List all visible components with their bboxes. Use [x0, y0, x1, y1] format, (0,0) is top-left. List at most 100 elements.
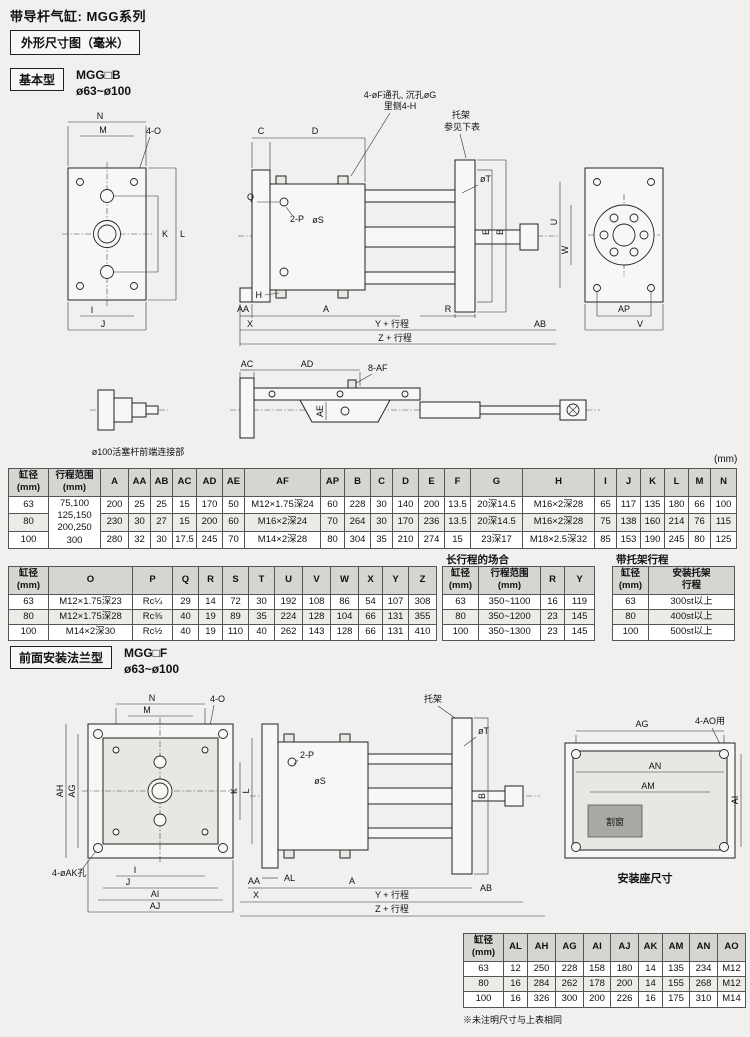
- cell: 153: [616, 530, 641, 550]
- cell: 20深14.5: [470, 513, 523, 532]
- cell: 13.5: [444, 513, 471, 532]
- column-header: V: [302, 566, 331, 595]
- dim-label-i: I: [134, 865, 137, 875]
- column-header: 行程范围(mm): [48, 468, 101, 497]
- dim-label-al: AL: [284, 873, 295, 883]
- cell: 80: [8, 609, 49, 626]
- model-code: MGG□F: [124, 646, 168, 660]
- dim-label-aa: AA: [248, 876, 260, 886]
- cell: M14: [717, 991, 746, 1008]
- dim-label-n: N: [149, 693, 156, 703]
- column-header: Y: [564, 566, 595, 595]
- cell: 234: [689, 960, 718, 978]
- cell: 268: [689, 976, 718, 993]
- cell: 107: [382, 593, 409, 611]
- rear-view: U W AP V: [549, 167, 664, 331]
- dim-label-b: B: [477, 793, 487, 799]
- column-header: Y: [382, 566, 409, 595]
- dim-label-ab: AB: [534, 319, 546, 329]
- cell: 119: [564, 593, 595, 611]
- cell: 410: [408, 624, 437, 641]
- column-header: C: [370, 468, 393, 497]
- cell: 30: [128, 513, 151, 532]
- cell: 63: [612, 593, 649, 611]
- cell: 200: [583, 991, 611, 1008]
- cell: 250: [527, 960, 556, 978]
- cell: M12×1.75深24: [244, 495, 321, 515]
- column-header: AK: [638, 933, 663, 962]
- cell: 100: [8, 624, 49, 641]
- cell: 19: [198, 609, 223, 626]
- rod-end-caption: ø100活塞杆前端连接部: [92, 446, 185, 457]
- dim-label-c: C: [258, 126, 265, 136]
- cell: 14: [638, 960, 663, 978]
- dim-label-n: N: [97, 111, 104, 121]
- dim-label-r: R: [445, 304, 452, 314]
- column-header: AH: [527, 933, 556, 962]
- cell: 15: [444, 530, 471, 550]
- dim-label-u: U: [549, 219, 559, 226]
- cell: 128: [330, 624, 359, 641]
- cell: 80: [8, 513, 49, 532]
- cell: 19: [198, 624, 223, 641]
- column-header: 缸径(mm): [8, 468, 49, 497]
- column-header: S: [222, 566, 249, 595]
- cell: 145: [564, 609, 595, 626]
- cell: 131: [382, 624, 409, 641]
- cell: 135: [640, 495, 665, 515]
- dim-label-k: K: [229, 788, 239, 794]
- front-view: N M 4-O K L I J: [62, 111, 185, 331]
- dim-label-ae: AE: [315, 405, 325, 417]
- mounting-base-caption: 安装座尺寸: [618, 871, 673, 885]
- bracket-note: 托架: [424, 693, 442, 704]
- dim-label-y-stroke: Y + 行程: [375, 318, 409, 329]
- outline-dimension-box: 外形尺寸图（毫米）: [10, 30, 141, 55]
- cell: 500st以上: [648, 624, 735, 641]
- cell: 65: [594, 495, 617, 515]
- cell: 180: [664, 495, 689, 515]
- dim-label-k: K: [162, 229, 168, 239]
- cell: 245: [664, 530, 689, 550]
- dim-label-ap: AP: [618, 304, 630, 314]
- cell: 35: [248, 609, 275, 626]
- dim-label-d: D: [312, 126, 319, 136]
- column-header: 缸径(mm): [612, 566, 649, 595]
- dim-label-x: X: [253, 890, 259, 900]
- cell: 25: [150, 495, 173, 515]
- long-stroke-table-title: 长行程的场合: [446, 554, 509, 566]
- cell: 140: [392, 495, 419, 515]
- column-header: R: [540, 566, 565, 595]
- cell: 117: [616, 495, 641, 515]
- column-header: K: [640, 468, 665, 497]
- cell: 236: [418, 513, 445, 532]
- cell: 355: [408, 609, 437, 626]
- through-hole-note-1: 4-øF通孔, 沉孔øG: [364, 90, 437, 100]
- cell: 16: [503, 976, 528, 993]
- dim-label-ab: AB: [480, 883, 492, 893]
- column-header: AN: [689, 933, 718, 962]
- cell: 70: [222, 530, 245, 550]
- cell: 326: [527, 991, 556, 1008]
- cell: 128: [302, 609, 331, 626]
- cell: 63: [442, 593, 479, 611]
- four-o-label: 4-O: [210, 694, 225, 704]
- cell: 284: [527, 976, 556, 993]
- cell: M12: [717, 960, 746, 978]
- cell: 25: [128, 495, 151, 515]
- bore-range: ø63~ø100: [124, 661, 180, 676]
- cell: Rc½: [132, 624, 173, 641]
- cell: 226: [610, 991, 639, 1008]
- dim-label-a: A: [349, 876, 355, 886]
- cell: 80: [688, 530, 711, 550]
- cell: 108: [302, 593, 331, 611]
- cell: 35: [370, 530, 393, 550]
